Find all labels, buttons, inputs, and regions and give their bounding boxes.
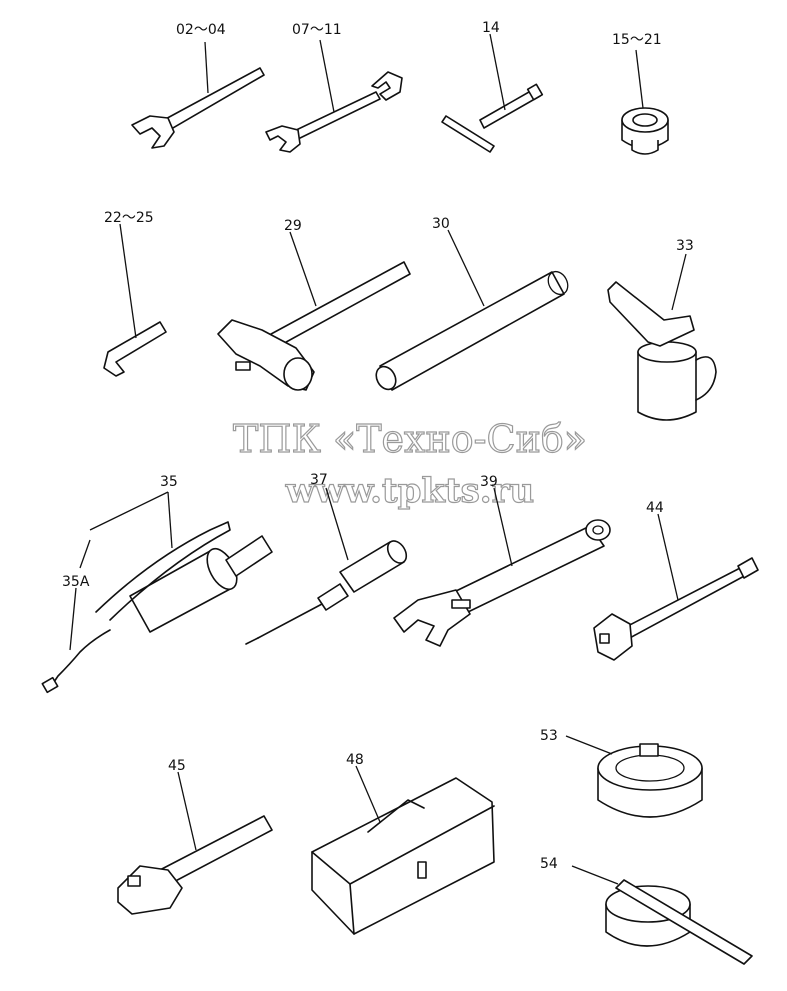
watermark-site: www.tpkts.ru (285, 471, 535, 511)
socket-extension-illustration (593, 513, 759, 661)
adjustable-wrench-illustration (393, 487, 611, 647)
label-02-04: 02～04 (176, 22, 226, 38)
open-end-wrench-0711-illustration (265, 39, 403, 153)
label-29: 29 (284, 218, 302, 234)
tommy-bar-illustration (375, 229, 569, 391)
label-35a: 35A (62, 574, 90, 590)
ratchet-handle-illustration (117, 771, 273, 915)
label-14: 14 (482, 20, 500, 36)
label-45: 45 (168, 758, 186, 774)
label-44: 44 (646, 500, 664, 516)
label-07-11: 07～11 (292, 22, 342, 38)
oil-can-illustration (607, 253, 717, 421)
grease-gun-illustration (41, 491, 273, 694)
open-end-wrench-0204-illustration (131, 41, 265, 149)
watermark-company: ТПК «Техно-Сиб» (233, 417, 587, 461)
label-53: 53 (540, 728, 558, 744)
filter-wrench-cup-illustration (565, 735, 703, 818)
label-35: 35 (160, 474, 178, 490)
label-22-25: 22～25 (104, 210, 154, 226)
toolbox-illustration (311, 765, 495, 935)
label-30: 30 (432, 216, 450, 232)
socket-illustration (621, 49, 669, 155)
label-48: 48 (346, 752, 364, 768)
label-33: 33 (676, 238, 694, 254)
label-15-21: 15～21 (612, 32, 662, 48)
label-39: 39 (480, 474, 498, 490)
screwdriver-illustration (245, 487, 408, 645)
filter-band-wrench-illustration (571, 865, 753, 965)
label-37: 37 (310, 472, 328, 488)
hex-key-illustration (103, 223, 167, 377)
label-54: 54 (540, 856, 558, 872)
t-handle-wrench-illustration (441, 33, 544, 153)
hammer-illustration (217, 231, 411, 391)
